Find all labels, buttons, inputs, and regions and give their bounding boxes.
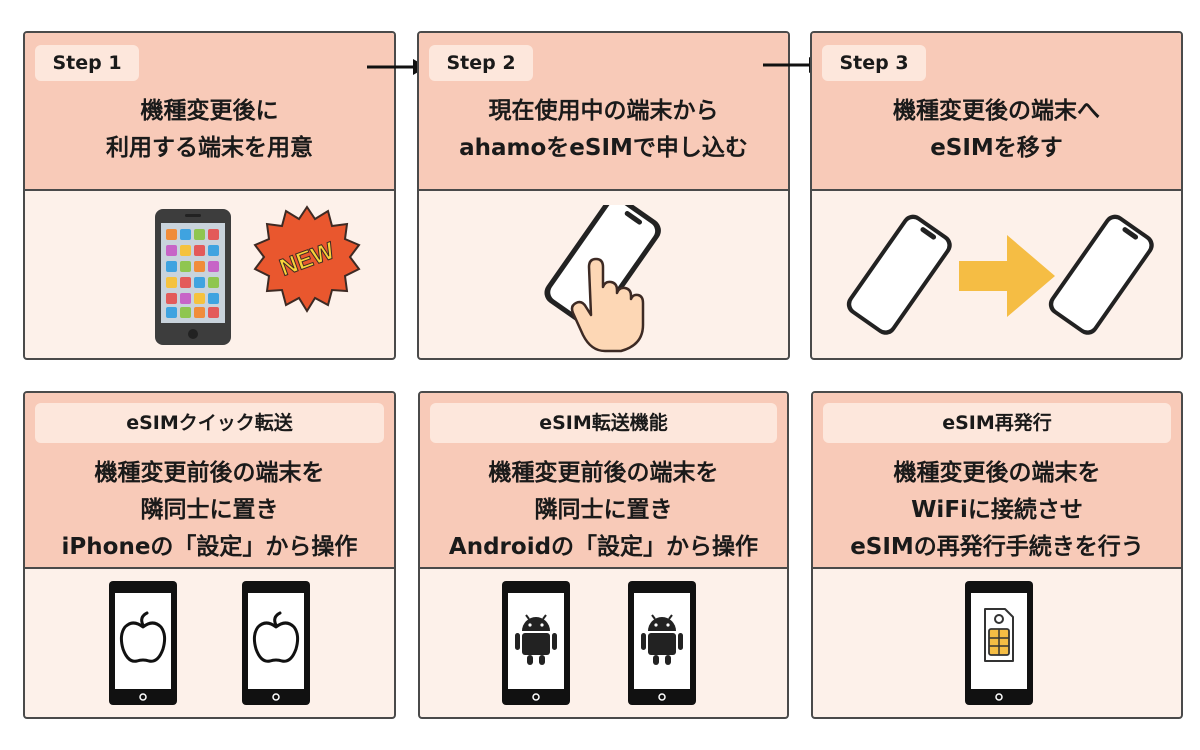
step-2-title-line-1: 現在使用中の端末から <box>488 98 719 124</box>
method-2-illustration <box>420 569 787 717</box>
method-3-label: eSIM再発行 <box>823 403 1171 443</box>
phone-sim-card-icon <box>965 581 1033 705</box>
iphone-apple-icon <box>242 581 310 705</box>
method-1-illustration <box>25 569 394 717</box>
smartphone-icon <box>155 209 231 345</box>
step-3-illustration <box>812 191 1181 358</box>
old-phone-icon <box>846 214 952 335</box>
method-2-label: eSIM転送機能 <box>430 403 777 443</box>
method-3-illustration <box>813 569 1181 717</box>
method-2-title: 機種変更前後の端末を 隣同士に置き Androidの「設定」から操作 <box>420 455 787 566</box>
step-1-card: Step 1 機種変更後に 利用する端末を用意 NEW <box>23 31 396 360</box>
method-1-title-line-3: iPhoneの「設定」から操作 <box>61 534 358 560</box>
method-3-header: eSIM再発行 機種変更後の端末を WiFiに接続させ eSIMの再発行手続きを… <box>813 393 1181 569</box>
step-3-title-line-1: 機種変更後の端末へ <box>893 98 1100 124</box>
method-2-header: eSIM転送機能 機種変更前後の端末を 隣同士に置き Androidの「設定」か… <box>420 393 787 569</box>
android-phone-icon <box>628 581 696 705</box>
step-1-header: Step 1 機種変更後に 利用する端末を用意 <box>25 33 394 191</box>
method-3-title-line-3: eSIMの再発行手続きを行う <box>850 534 1144 560</box>
iphone-apple-icon <box>109 581 177 705</box>
method-3-title-line-1: 機種変更後の端末を <box>893 460 1101 486</box>
method-3-title: 機種変更後の端末を WiFiに接続させ eSIMの再発行手続きを行う <box>813 455 1181 566</box>
method-1-label: eSIMクイック転送 <box>35 403 384 443</box>
step-3-title-line-2: eSIMを移す <box>930 135 1063 161</box>
method-1-card: eSIMクイック転送 機種変更前後の端末を 隣同士に置き iPhoneの「設定」… <box>23 391 396 719</box>
step-3-title: 機種変更後の端末へ eSIMを移す <box>812 93 1181 167</box>
step-1-illustration: NEW <box>25 191 394 358</box>
step-2-illustration <box>419 191 788 358</box>
step-3-label: Step 3 <box>822 45 926 81</box>
method-2-card: eSIM転送機能 機種変更前後の端末を 隣同士に置き Androidの「設定」か… <box>418 391 789 719</box>
method-2-title-line-2: 隣同士に置き <box>534 497 673 523</box>
method-1-title: 機種変更前後の端末を 隣同士に置き iPhoneの「設定」から操作 <box>25 455 394 566</box>
step-2-header: Step 2 現在使用中の端末から ahamoをeSIMで申し込む <box>419 33 788 191</box>
new-phone-icon <box>1048 214 1154 335</box>
step-2-label: Step 2 <box>429 45 533 81</box>
step-1-title: 機種変更後に 利用する端末を用意 <box>25 93 394 167</box>
step-2-title: 現在使用中の端末から ahamoをeSIMで申し込む <box>419 93 788 167</box>
method-1-header: eSIMクイック転送 機種変更前後の端末を 隣同士に置き iPhoneの「設定」… <box>25 393 394 569</box>
step-1-label: Step 1 <box>35 45 139 81</box>
step-2-card: Step 2 現在使用中の端末から ahamoをeSIMで申し込む <box>417 31 790 360</box>
method-2-title-line-3: Androidの「設定」から操作 <box>448 534 759 560</box>
method-3-card: eSIM再発行 機種変更後の端末を WiFiに接続させ eSIMの再発行手続きを… <box>811 391 1183 719</box>
new-badge-icon: NEW <box>253 205 361 313</box>
step-1-title-line-2: 利用する端末を用意 <box>106 135 313 161</box>
step-3-card: Step 3 機種変更後の端末へ eSIMを移す <box>810 31 1183 360</box>
phone-with-hand-icon <box>544 205 661 353</box>
step-2-title-line-2: ahamoをeSIMで申し込む <box>459 135 748 161</box>
method-2-title-line-1: 機種変更前後の端末を <box>488 460 719 486</box>
method-3-title-line-2: WiFiに接続させ <box>911 497 1083 523</box>
arrow-right-yellow-icon <box>959 235 1055 317</box>
android-phone-icon <box>502 581 570 705</box>
method-1-title-line-1: 機種変更前後の端末を <box>94 460 325 486</box>
step-1-title-line-1: 機種変更後に <box>140 98 279 124</box>
method-1-title-line-2: 隣同士に置き <box>140 497 279 523</box>
step-3-header: Step 3 機種変更後の端末へ eSIMを移す <box>812 33 1181 191</box>
